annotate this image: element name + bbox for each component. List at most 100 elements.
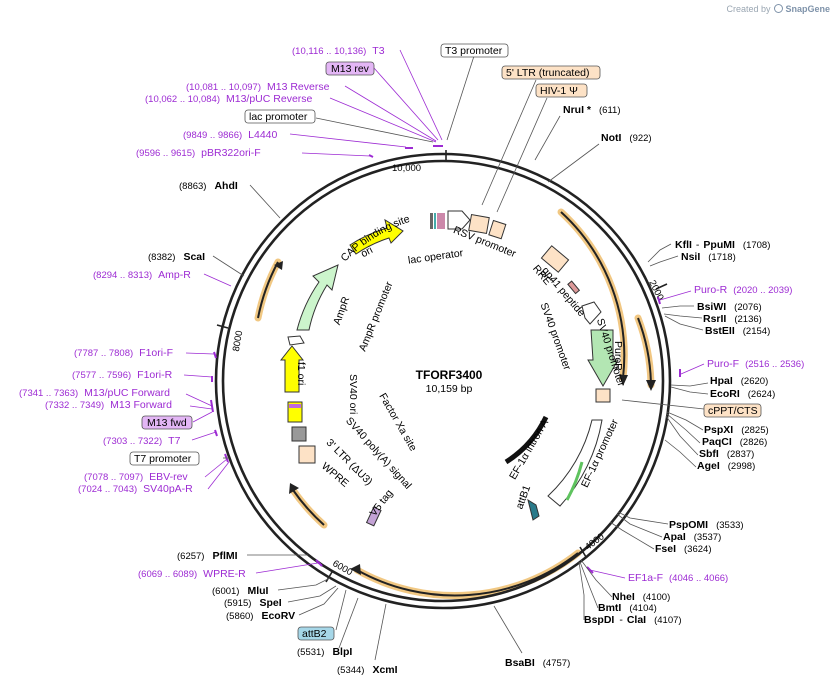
primer-t3[interactable]: (10,116 .. 10,136)T3 — [292, 45, 385, 57]
enzyme-noti[interactable]: NotI(922) — [601, 132, 652, 144]
ltr-trunc-box[interactable] — [501, 65, 601, 80]
enzyme-sbfi[interactable]: SbfI(2837) — [699, 448, 754, 460]
leader-pspxi — [666, 411, 704, 431]
primer-puro-r[interactable]: Puro-R(2020 .. 2039) — [694, 284, 792, 296]
label-ampr: AmpR — [331, 295, 352, 327]
primer-m13-forward[interactable]: (7332 .. 7349)M13 Forward — [45, 399, 172, 411]
cppt-box[interactable] — [703, 403, 762, 418]
enzyme-xcmi[interactable]: (5344)XcmI — [337, 664, 398, 676]
t3-promoter-box[interactable] — [440, 43, 509, 58]
enzyme-bsteii[interactable]: BstEII(2154) — [705, 325, 770, 337]
label-lac-operator: lac operator — [407, 247, 464, 267]
primer-bar-puror — [657, 296, 661, 305]
lac-promoter-box[interactable] — [244, 109, 316, 124]
primer-puro-f[interactable]: Puro-F(2516 .. 2536) — [707, 358, 804, 370]
primer-amp-r[interactable]: (8294 .. 8313)Amp-R — [93, 269, 191, 281]
enzyme-kfli-ppumi[interactable]: KflI-PpuMI(1708) — [675, 239, 770, 251]
primer-f1ori-r[interactable]: (7577 .. 7596)F1ori-R — [72, 369, 173, 381]
enzyme-bsiwi[interactable]: BsiWI(2076) — [697, 301, 762, 313]
attb2-box[interactable] — [297, 626, 335, 641]
primer-m13puc-reverse[interactable]: (10,062 .. 10,084)M13/pUC Reverse — [145, 93, 313, 105]
enzyme-ecorv[interactable]: (5860)EcoRV — [226, 610, 295, 622]
hiv1-box[interactable] — [535, 83, 588, 98]
tick-2000 — [655, 283, 668, 290]
pleader-t7 — [191, 431, 217, 441]
enzyme-nsii[interactable]: NsiI(1718) — [681, 251, 736, 263]
enzyme-labels: NruI *(611) NotI(922) KflI-PpuMI(1708) N… — [148, 104, 775, 676]
enzyme-ahdi[interactable]: (8863)AhdI — [179, 180, 238, 192]
label-ampr-promoter: AmpR promoter — [357, 279, 396, 353]
primer-ef1a-f[interactable]: EF1a-F(4046 .. 4066) — [628, 572, 728, 584]
lac-operator-box — [430, 213, 433, 229]
leader-sbfi — [665, 415, 699, 456]
enzyme-blpi[interactable]: (5531)BlpI — [297, 646, 352, 658]
leader-hpai — [670, 382, 709, 387]
leader-rsrii — [663, 313, 703, 319]
arrowhead-4 — [289, 483, 299, 494]
pleader-l4440 — [289, 133, 407, 148]
sv40-promoter-glyph — [581, 301, 602, 325]
enzyme-pspomi[interactable]: PspOMI(3533) — [669, 519, 744, 531]
primer-leader-lines — [183, 49, 705, 579]
enzyme-bmti[interactable]: BmtI(4104) — [598, 602, 657, 614]
primer-l4440[interactable]: (9849 .. 9866)L4440 — [183, 129, 278, 141]
enzyme-fsei[interactable]: FseI(3624) — [655, 543, 711, 555]
v5-tag-glyph — [365, 506, 382, 527]
enzyme-nrui[interactable]: NruI *(611) — [563, 104, 621, 116]
leader-spei — [287, 585, 337, 603]
leader-cppt — [621, 399, 705, 410]
pleader-m13reverse — [344, 85, 437, 142]
primer-m13-reverse[interactable]: (10,081 .. 10,097)M13 Reverse — [186, 81, 330, 93]
leader-pspomi — [617, 511, 669, 525]
leader-ahdi — [249, 184, 281, 219]
leader-nsii — [649, 255, 679, 267]
puror-glyph — [587, 329, 619, 388]
primer-pbr322ori-f[interactable]: (9596 .. 9615)pBR322ori-F — [136, 147, 261, 159]
created-by-text: Created by — [726, 4, 771, 14]
enzyme-apai[interactable]: ApaI(3537) — [663, 531, 721, 543]
primer-ebv-rev[interactable]: (7078 .. 7097)EBV-rev — [84, 471, 188, 483]
enzyme-bspdi-clai[interactable]: BspDI-ClaI(4107) — [584, 614, 682, 626]
leader-mlui — [277, 577, 331, 591]
enzyme-rsrii[interactable]: RsrII(2136) — [703, 313, 762, 325]
enzyme-ecori[interactable]: EcoRI(2624) — [710, 388, 775, 400]
enzyme-hpai[interactable]: HpaI(2620) — [710, 375, 768, 387]
enzyme-mlui[interactable]: (6001)MluI — [212, 585, 269, 597]
leader-hiv — [496, 97, 548, 213]
enzyme-agei[interactable]: AgeI(2998) — [697, 460, 755, 472]
pleader-pbr — [301, 152, 371, 157]
arrowhead-1 — [619, 375, 628, 386]
t7-promoter-box[interactable] — [129, 451, 200, 466]
primer-wpre-r[interactable]: (6069 .. 6089)WPRE-R — [138, 568, 246, 580]
primer-f1ori-f[interactable]: (7787 .. 7808)F1ori-F — [74, 347, 173, 359]
enzyme-paqci[interactable]: PaqCI(2826) — [702, 436, 767, 448]
m13-rev-box[interactable] — [325, 61, 375, 76]
leader-paqci — [666, 413, 701, 444]
enzyme-bsabi[interactable]: BsaBI(4757) — [505, 657, 570, 669]
label-puror: PuroR — [612, 341, 624, 371]
tick-4000 — [579, 546, 587, 558]
enzyme-nhei[interactable]: NheI(4100) — [612, 591, 670, 603]
primer-bar-wpre — [315, 559, 323, 567]
enzyme-pflmi[interactable]: (6257)PflMI — [177, 550, 238, 562]
primer-sv40pa-r[interactable]: (7024 .. 7043)SV40pA-R — [78, 483, 193, 495]
cap-site-box — [434, 213, 436, 229]
enzyme-pspxi[interactable]: PspXI(2825) — [704, 424, 769, 436]
label-cap-binding: CAP binding site — [339, 213, 412, 264]
enzyme-scai[interactable]: (8382)ScaI — [148, 251, 205, 263]
pleader-sv40pa — [207, 461, 230, 490]
primer-t7[interactable]: (7303 .. 7322)T7 — [103, 435, 181, 447]
label-f1-ori: f1 ori — [295, 362, 307, 385]
orf-arrowheads — [274, 261, 656, 575]
tick-marks — [216, 150, 668, 583]
hiv1-label: HIV-1 Ψ — [540, 85, 578, 97]
primer-bar-pbr — [368, 154, 374, 158]
leader-t3-promoter — [446, 55, 475, 141]
leader-ecorv — [298, 587, 339, 616]
m13-fwd-box[interactable] — [141, 415, 193, 430]
primer-m13puc-forward[interactable]: (7341 .. 7363)M13/pUC Forward — [19, 387, 170, 399]
orf-arrow-bottom — [356, 552, 579, 597]
enzyme-spei[interactable]: (5915)SpeI — [224, 597, 282, 609]
